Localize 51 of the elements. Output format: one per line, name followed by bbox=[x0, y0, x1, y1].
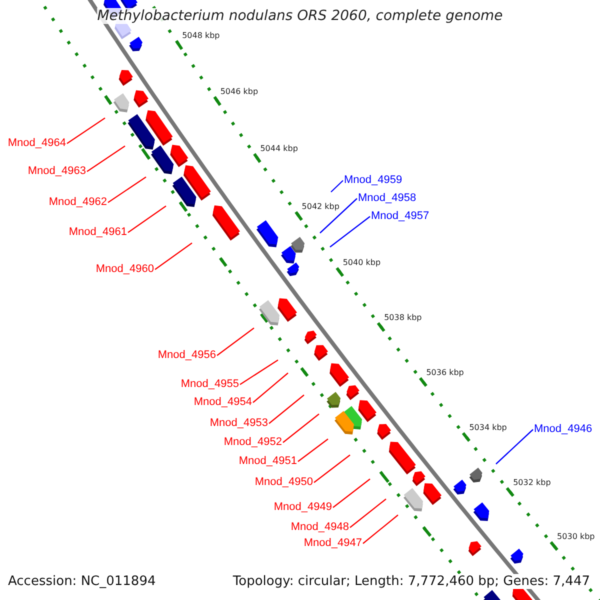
gene-label: Mnod_4949 bbox=[274, 501, 332, 514]
gene-label: Mnod_4950 bbox=[254, 476, 313, 489]
gene-label: Mnod_4964 bbox=[8, 137, 66, 150]
scale-label: 5034 kbp bbox=[469, 422, 507, 433]
scale-label: 5040 kbp bbox=[342, 257, 381, 268]
leader-line bbox=[154, 242, 192, 270]
scale-label: 5046 kbp bbox=[220, 86, 258, 97]
gene-label: Mnod_4958 bbox=[358, 192, 416, 205]
scale-label: 5038 kbp bbox=[384, 312, 422, 323]
scale-label: 5048 kbp bbox=[182, 30, 220, 41]
gene-label: Mnod_4961 bbox=[68, 226, 127, 239]
gene-label: Mnod_4962 bbox=[48, 196, 107, 209]
scale-label: 5032 kbp bbox=[513, 477, 551, 488]
leader-line bbox=[128, 206, 166, 233]
gene-label: Mnod_4960 bbox=[96, 263, 154, 276]
leader-line bbox=[282, 414, 320, 443]
gene-label: Mnod_4946 bbox=[534, 423, 592, 436]
gene-label: Mnod_4954 bbox=[194, 396, 252, 409]
leader-line bbox=[362, 514, 398, 544]
gene-label: Mnod_4955 bbox=[180, 378, 239, 391]
gene-label: Mnod_4959 bbox=[344, 174, 402, 187]
scale-label: 5030 kbp bbox=[557, 531, 595, 542]
scale-label: 5036 kbp bbox=[426, 367, 464, 378]
leader-line bbox=[320, 198, 358, 234]
leader-line bbox=[330, 216, 370, 248]
leader-line bbox=[86, 146, 126, 172]
genome-info-text: Topology: circular; Length: 7,772,460 bp; Genes: 7,447 bbox=[232, 574, 590, 589]
leader-line bbox=[314, 454, 350, 483]
scale-label: 5044 kbp bbox=[260, 143, 298, 154]
gene-label: Mnod_4953 bbox=[210, 417, 268, 430]
gene-label: Mnod_4947 bbox=[304, 537, 362, 550]
accession-text: Accession: NC_011894 bbox=[8, 574, 156, 589]
leader-line bbox=[332, 478, 370, 508]
leader-line bbox=[66, 118, 106, 144]
gene-label: Mnod_4948 bbox=[290, 521, 349, 534]
scale-label: 5042 kbp bbox=[302, 201, 340, 212]
leader-line bbox=[240, 360, 278, 385]
leader-line bbox=[350, 498, 386, 528]
leader-line bbox=[496, 429, 534, 464]
leader-line bbox=[216, 328, 254, 356]
leader-line bbox=[268, 394, 304, 424]
gene-label: Mnod_4956 bbox=[158, 349, 216, 362]
gene-label: Mnod_4963 bbox=[28, 165, 86, 178]
gene-label: Mnod_4951 bbox=[238, 455, 297, 468]
leader-line bbox=[108, 176, 146, 203]
leader-line bbox=[330, 180, 344, 192]
gene-label: Mnod_4952 bbox=[224, 436, 282, 449]
leader-line bbox=[298, 438, 328, 462]
diagram-title: Methylobacterium nodulans ORS 2060, complete genome bbox=[97, 8, 503, 24]
leader-line bbox=[252, 372, 288, 403]
gene-label: Mnod_4957 bbox=[371, 210, 430, 223]
